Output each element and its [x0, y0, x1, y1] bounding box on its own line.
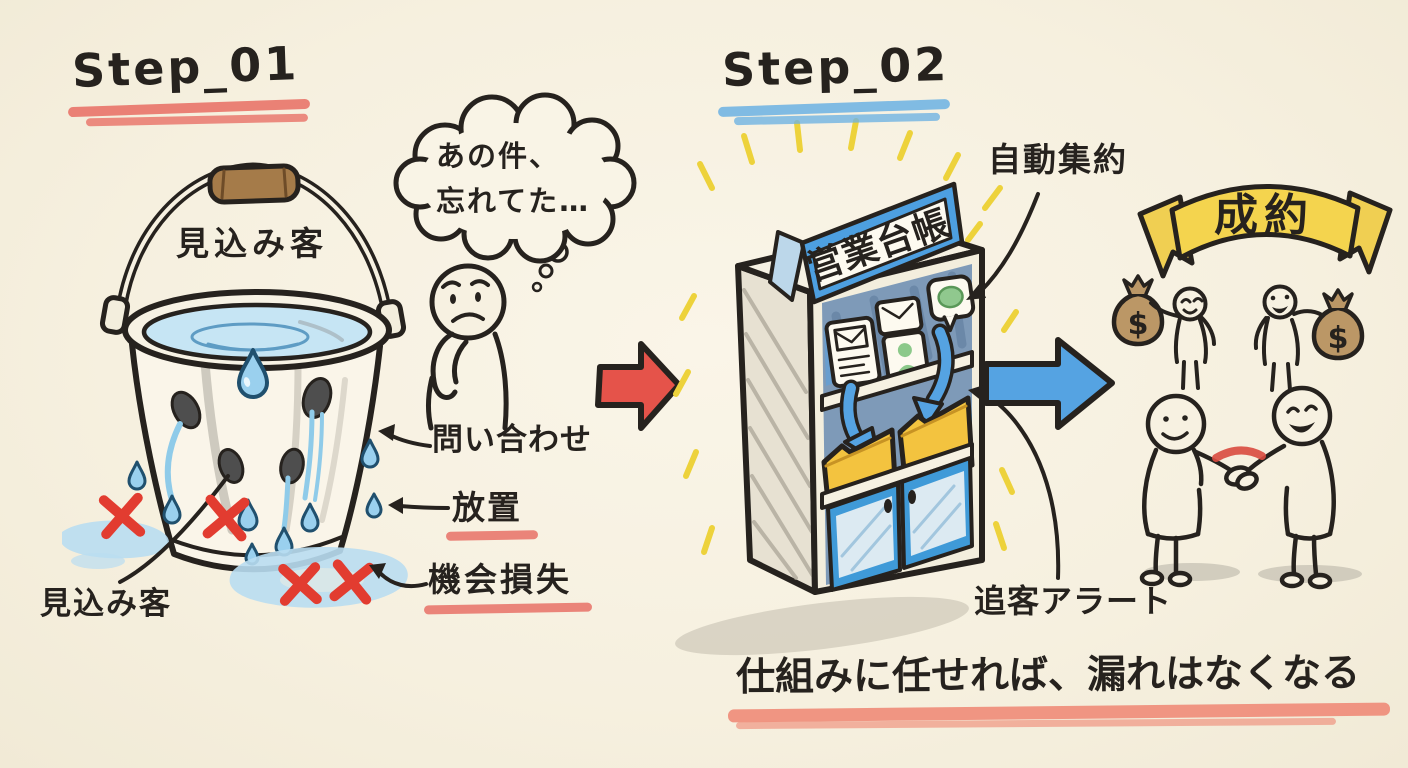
bucket-ear-left — [99, 295, 131, 335]
cabinet-doors — [826, 456, 974, 592]
thinker-head — [429, 263, 507, 341]
annotation-arrowheads-left — [369, 424, 403, 579]
email-card-small — [874, 295, 924, 337]
auto-aggregation-label: 自動集約 — [988, 140, 1128, 179]
step2-title: Step_02 — [721, 37, 950, 97]
transition-arrow-blue — [983, 337, 1115, 430]
banner-band — [1169, 184, 1361, 261]
dollar-sign: $ — [1128, 307, 1149, 342]
money-figure-1-head — [1172, 286, 1208, 322]
money-bag-right: $ — [1311, 288, 1365, 361]
handshake-swoosh — [1212, 446, 1266, 462]
cabinet-side-hatch — [742, 288, 815, 580]
folder-2-fold — [900, 404, 968, 438]
alert-arrowhead — [968, 384, 987, 402]
leak-stream — [313, 412, 324, 502]
thought-line-2: 忘れてた… — [436, 183, 591, 218]
prospects-label: 見込み客 — [176, 224, 328, 263]
thought-cloud-fill — [421, 123, 609, 239]
thinker-group — [393, 92, 637, 431]
thinker-mouth — [451, 312, 485, 323]
door-right-pane — [909, 471, 966, 556]
handshake-figures — [1139, 385, 1362, 590]
money-figures: $ $ — [1111, 274, 1365, 392]
thinker-eye — [475, 292, 481, 302]
grip-line — [282, 167, 288, 198]
thought-line-1: あの件、 — [436, 139, 561, 173]
thought-bubble-text: あの件、 忘れてた… — [436, 134, 590, 224]
leaked-label-leader — [118, 474, 230, 584]
foot — [1279, 571, 1305, 589]
banner-text: 成約 — [1214, 190, 1314, 241]
folder-1-fold — [824, 436, 892, 468]
door-pane-hatch — [840, 484, 962, 572]
autoagg-arrow — [978, 192, 1040, 294]
chat-tail — [942, 313, 958, 333]
email-envelope-icon — [833, 324, 869, 352]
money-figure-2-head — [1262, 284, 1298, 320]
water-shade — [298, 320, 344, 342]
opportunity-loss-label: 機会損失 — [428, 560, 572, 599]
neglect-label: 放置 — [452, 488, 522, 527]
handshake-figure-b-head — [1271, 385, 1333, 447]
bucket-grip — [207, 163, 301, 205]
foot — [1139, 569, 1165, 587]
neglect-underline — [445, 530, 539, 541]
inquiry-label: 問い合わせ — [432, 422, 592, 458]
follow-up-alert-label: 追客アラート — [974, 582, 1173, 620]
bucket-group — [62, 162, 450, 608]
puddle-left-small — [71, 553, 125, 569]
pencil-shade — [319, 377, 348, 523]
thinker-brow — [441, 280, 461, 289]
person-icon — [897, 343, 912, 358]
thinker-eye — [450, 294, 456, 304]
footer-message: 仕組みに任せれば、漏れはなくなる — [735, 650, 1361, 701]
clasped-hands — [1235, 471, 1259, 491]
handshake-figure-a-head — [1145, 393, 1207, 455]
sign-gusset — [768, 230, 806, 302]
sign-face — [811, 197, 953, 291]
shelf-board-1 — [820, 350, 974, 412]
deal-banner: 成約 — [1137, 184, 1393, 279]
autoagg-arrowhead — [966, 283, 986, 300]
door-handle — [908, 490, 916, 504]
chat-scribble-icon — [937, 285, 964, 309]
money-bag-left: $ — [1111, 274, 1165, 347]
result-group: 成約 $ — [1111, 184, 1393, 590]
sparkle-dashes — [673, 118, 1019, 555]
cabinet-group: 営業台帳 — [673, 118, 1061, 656]
leak-stream — [302, 409, 315, 501]
dollar-sign: $ — [1328, 321, 1349, 356]
cabinet-shadow — [675, 596, 969, 656]
thought-trail-bubble — [538, 263, 554, 279]
drop-highlight — [243, 377, 251, 387]
door-left-pane — [836, 496, 894, 578]
leak-stream — [281, 475, 291, 531]
foot — [1167, 570, 1193, 588]
transition-arrow-red — [595, 341, 682, 431]
thinker-brow — [470, 279, 490, 287]
thought-trail-bubble — [531, 281, 543, 293]
leaked-prospects-label: 見込み客 — [40, 586, 172, 622]
foot — [1307, 572, 1333, 590]
step1-title: Step_01 — [71, 36, 301, 98]
leak-hole — [170, 390, 202, 430]
figure-shadow — [1144, 563, 1240, 581]
leak-stream — [164, 421, 183, 503]
grip-line — [220, 169, 226, 200]
leak-hole — [217, 448, 245, 484]
alert-arrow — [984, 393, 1061, 580]
door-handle — [884, 499, 892, 513]
thinker-body — [426, 331, 509, 431]
lost-lead-x-marks — [98, 492, 375, 606]
